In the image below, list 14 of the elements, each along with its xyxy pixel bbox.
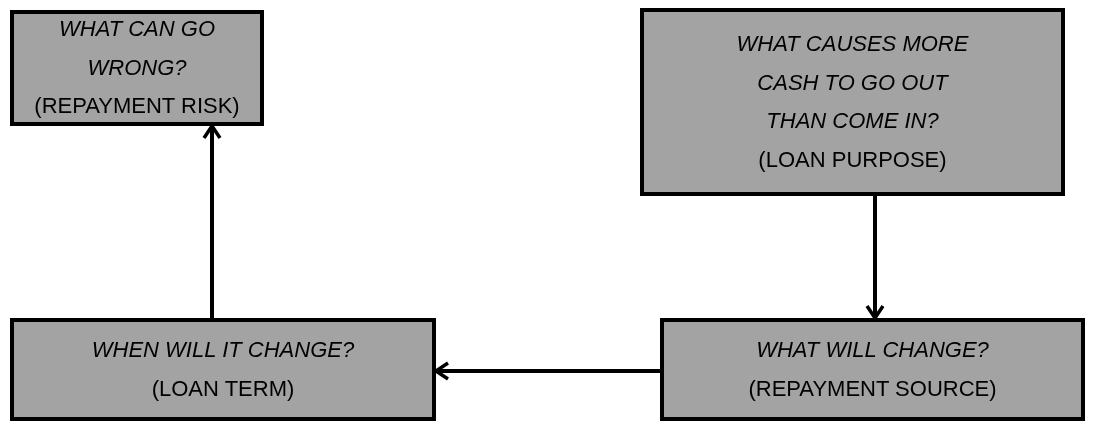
arrow xyxy=(202,124,222,318)
arrow xyxy=(865,196,885,320)
process-box xyxy=(660,318,1085,421)
topic-text: (LOAN TERM) xyxy=(151,374,295,403)
question-text: WHAT WILL CHANGE? xyxy=(756,336,989,364)
question-text: WHEN WILL IT CHANGE? xyxy=(91,336,355,364)
question-text: WHAT CAN GO WRONG? xyxy=(58,15,216,82)
process-box xyxy=(10,318,436,421)
question-text: WHAT CAUSES MORE CASH TO GO OUT THAN COME IN? xyxy=(735,30,970,135)
process-box xyxy=(10,10,264,126)
process-box xyxy=(640,8,1065,196)
topic-text: (REPAYMENT RISK) xyxy=(34,92,240,121)
topic-text: (LOAN PURPOSE) xyxy=(758,145,947,174)
topic-text: (REPAYMENT SOURCE) xyxy=(748,374,997,403)
